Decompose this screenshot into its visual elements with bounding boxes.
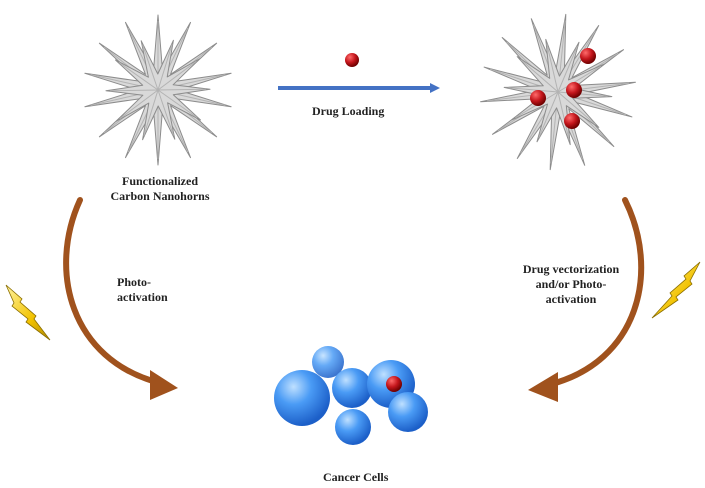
- photo-activation-line1: Photo-: [117, 275, 151, 289]
- lightning-bolt-icon: [651, 261, 701, 319]
- drug-loaded-nanohorn-icon: [480, 13, 636, 171]
- cancer-cells-cluster: [274, 346, 428, 445]
- right-curved-arrow: [528, 197, 645, 402]
- left-curved-arrow: [63, 197, 178, 400]
- drug-vectorization-line1: Drug vectorization: [522, 262, 620, 276]
- cancer-cells-label: Cancer Cells: [323, 470, 389, 484]
- photo-activation-label: Photo- activation: [117, 275, 168, 305]
- functionalized-nanohorn-icon: [84, 14, 232, 166]
- drug-vectorization-line3: activation: [545, 292, 597, 306]
- drug-molecule-in-cell-icon: [386, 376, 402, 392]
- loaded-drug-molecule-icon: [580, 48, 596, 64]
- lightning-bolt-icon: [5, 284, 51, 341]
- drug-vectorization-line2: and/or Photo-: [535, 277, 607, 291]
- photo-activation-line2: activation: [117, 290, 168, 304]
- loaded-drug-molecule-icon: [566, 82, 582, 98]
- nanohorns-label-line1: Functionalized: [121, 174, 198, 188]
- loaded-drug-molecule-icon: [530, 90, 546, 106]
- drug-vectorization-label: Drug vectorization and/or Photo- activat…: [506, 262, 636, 307]
- nanohorns-label: Functionalized Carbon Nanohorns: [100, 174, 220, 204]
- drug-loading-label: Drug Loading: [312, 104, 385, 118]
- nanohorns-label-line2: Carbon Nanohorns: [110, 189, 210, 203]
- drug-molecule-icon: [345, 53, 359, 67]
- loaded-drug-molecule-icon: [564, 113, 580, 129]
